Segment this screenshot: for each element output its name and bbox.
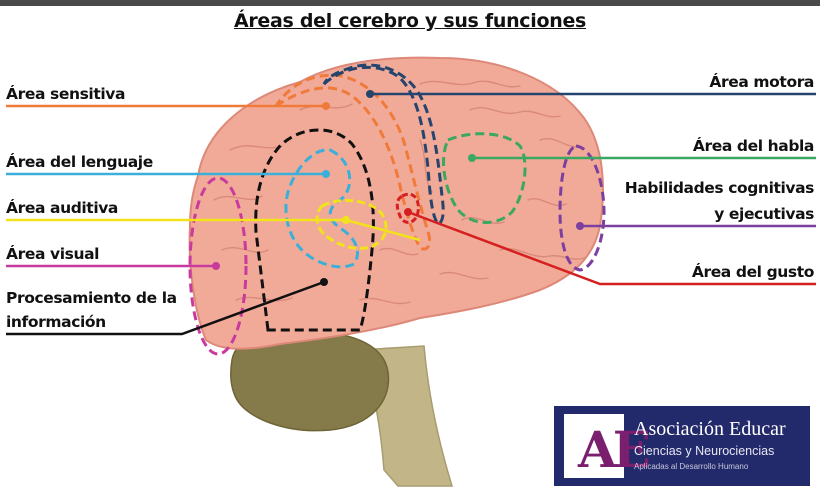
label-area-gusto: Área del gusto (692, 262, 814, 282)
label-area-habla: Área del habla (693, 136, 814, 156)
label-area-motora: Área motora (709, 72, 814, 92)
habla-dot (468, 154, 476, 162)
label-area-visual: Área visual (6, 244, 99, 264)
auditiva-dot (342, 216, 350, 224)
cerebrum (190, 58, 603, 349)
label-area-sensitiva: Área sensitiva (6, 84, 125, 104)
lenguaje-dot (322, 170, 330, 178)
logo-name: Asociación Educar (634, 418, 786, 441)
gusto-dot (404, 208, 412, 216)
asociacion-educar-logo: AE Asociación Educar Ciencias y Neurocie… (554, 406, 810, 486)
visual-dot (212, 262, 220, 270)
cognitivas-dot (576, 222, 584, 230)
label-cognitivas-line2: y ejecutivas (714, 204, 814, 224)
label-area-auditiva: Área auditiva (6, 198, 118, 218)
label-procesamiento-line2: información (6, 312, 106, 332)
motora-dot (366, 90, 374, 98)
label-area-lenguaje: Área del lenguaje (6, 152, 153, 172)
procesamiento-dot (320, 278, 328, 286)
sensitiva-dot (322, 102, 330, 110)
logo-tagline: Aplicadas al Desarrollo Humano (634, 462, 748, 471)
label-cognitivas-line1: Habilidades cognitivas (625, 178, 814, 198)
label-procesamiento-line1: Procesamiento de la (6, 288, 177, 308)
logo-mark: AE (564, 414, 624, 478)
logo-subtitle: Ciencias y Neurociencias (634, 444, 774, 458)
